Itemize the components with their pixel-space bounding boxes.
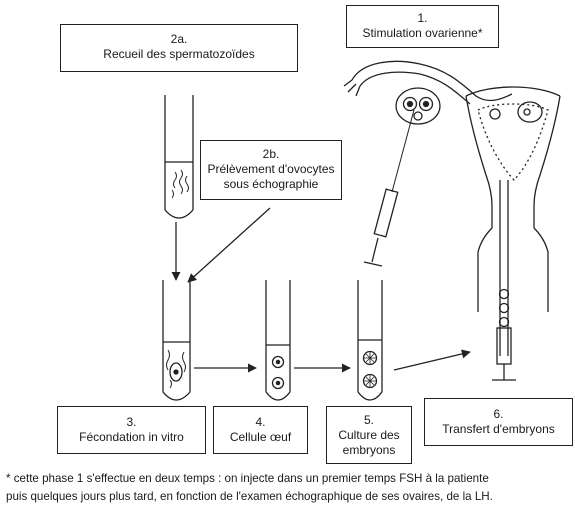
step-3-label: Fécondation in vitro	[79, 430, 184, 444]
step-2b-number: 2b.	[262, 147, 280, 161]
step-3-box: 3. Fécondation in vitro	[57, 406, 206, 454]
step-2b-box: 2b. Prélèvement d'ovocytes sous échograp…	[200, 140, 342, 200]
step-2a-number: 2a.	[170, 32, 188, 46]
sperm-collection-tube	[164, 95, 194, 219]
step-1-box: 1. Stimulation ovarienne*	[346, 5, 499, 48]
step-4-number: 4.	[255, 415, 266, 429]
step-2b-label-line1: Prélèvement d'ovocytes	[207, 162, 335, 176]
step-2a-label: Recueil des spermatozoïdes	[103, 47, 255, 61]
step-4-label: Cellule œuf	[229, 430, 292, 444]
arrow-oocyte-to-fertilization	[187, 207, 271, 283]
uterus-ovary-illustration	[343, 60, 561, 381]
step-6-number: 6.	[493, 407, 504, 421]
step-1-label: Stimulation ovarienne*	[362, 26, 483, 40]
step-5-number: 5.	[363, 413, 374, 427]
fertilization-tube	[162, 280, 191, 401]
embryo-culture-tube	[357, 280, 383, 401]
footnote-line-2: puis quelques jours plus tard, en foncti…	[6, 490, 493, 503]
footnote-line-1: * cette phase 1 s'effectue en deux temps…	[6, 472, 489, 485]
step-3-number: 3.	[126, 415, 137, 429]
step-6-label: Transfert d'embryons	[442, 422, 555, 436]
step-5-label-line1: Culture des	[338, 428, 400, 442]
egg-cell-tube	[265, 280, 291, 401]
step-4-box: 4. Cellule œuf	[213, 406, 308, 454]
step-2b-label-line2: sous échographie	[223, 177, 319, 191]
step-5-label-line2: embryons	[342, 443, 396, 457]
step-2a-box: 2a. Recueil des spermatozoïdes	[60, 24, 298, 72]
step-1-number: 1.	[417, 11, 428, 25]
step-5-box: 5. Culture des embryons	[326, 406, 412, 464]
step-6-box: 6. Transfert d'embryons	[424, 398, 573, 446]
footnote: * cette phase 1 s'effectue en deux temps…	[6, 470, 572, 506]
arrow-culture-to-transfer	[393, 349, 471, 371]
